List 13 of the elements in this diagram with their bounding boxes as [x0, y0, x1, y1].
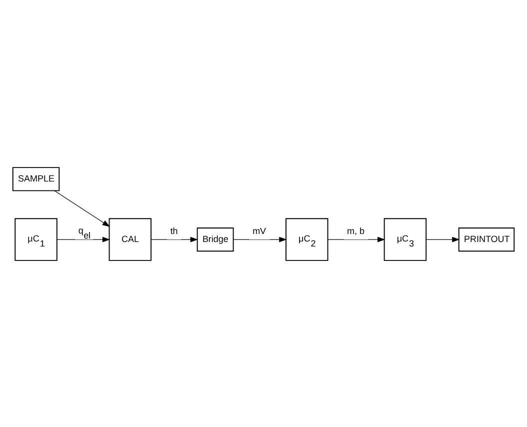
arrow [426, 236, 460, 242]
arrow [328, 236, 386, 242]
node-box: SAMPLE [12, 166, 60, 191]
node-box: PRINTOUT [458, 227, 515, 252]
node-box: CAL [108, 218, 152, 260]
arrow [150, 236, 198, 242]
arrow [233, 236, 287, 242]
edge-label: mV [252, 226, 266, 236]
arrow [54, 190, 110, 226]
node-box: Bridge [196, 227, 234, 252]
edge-label: m, b [347, 226, 365, 236]
arrow [56, 236, 110, 242]
edge-label: th [170, 226, 178, 236]
